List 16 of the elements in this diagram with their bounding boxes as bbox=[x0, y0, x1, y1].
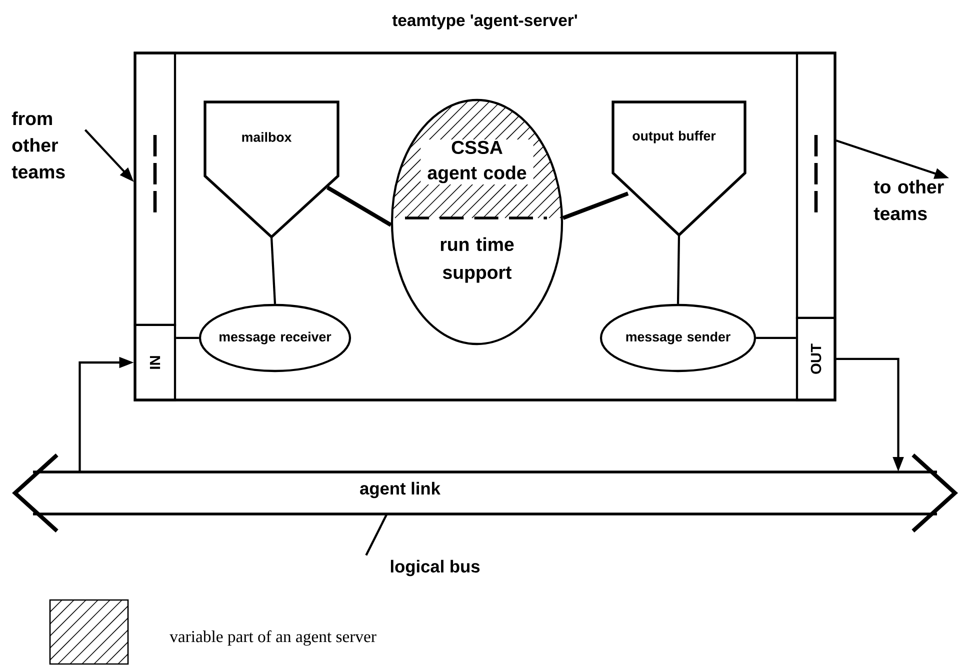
port-column bbox=[796, 52, 836, 320]
connector-line bbox=[326, 186, 392, 227]
port-box: OUT bbox=[796, 316, 836, 402]
node-label: teamtype 'agent-server' bbox=[392, 14, 577, 30]
legend-text: variable part of an agent server bbox=[170, 630, 376, 646]
note-text: to other teams bbox=[874, 180, 944, 220]
bus-label: logical bus bbox=[390, 560, 480, 576]
connector-line bbox=[676, 235, 680, 304]
port-column bbox=[134, 52, 176, 326]
connector-line bbox=[270, 237, 276, 304]
connector-line bbox=[176, 336, 199, 340]
connector-line bbox=[562, 192, 629, 220]
leader-line bbox=[365, 514, 388, 556]
port-box: IN bbox=[134, 324, 176, 402]
connector-line bbox=[756, 336, 796, 340]
note-text: from other teams bbox=[12, 111, 65, 179]
